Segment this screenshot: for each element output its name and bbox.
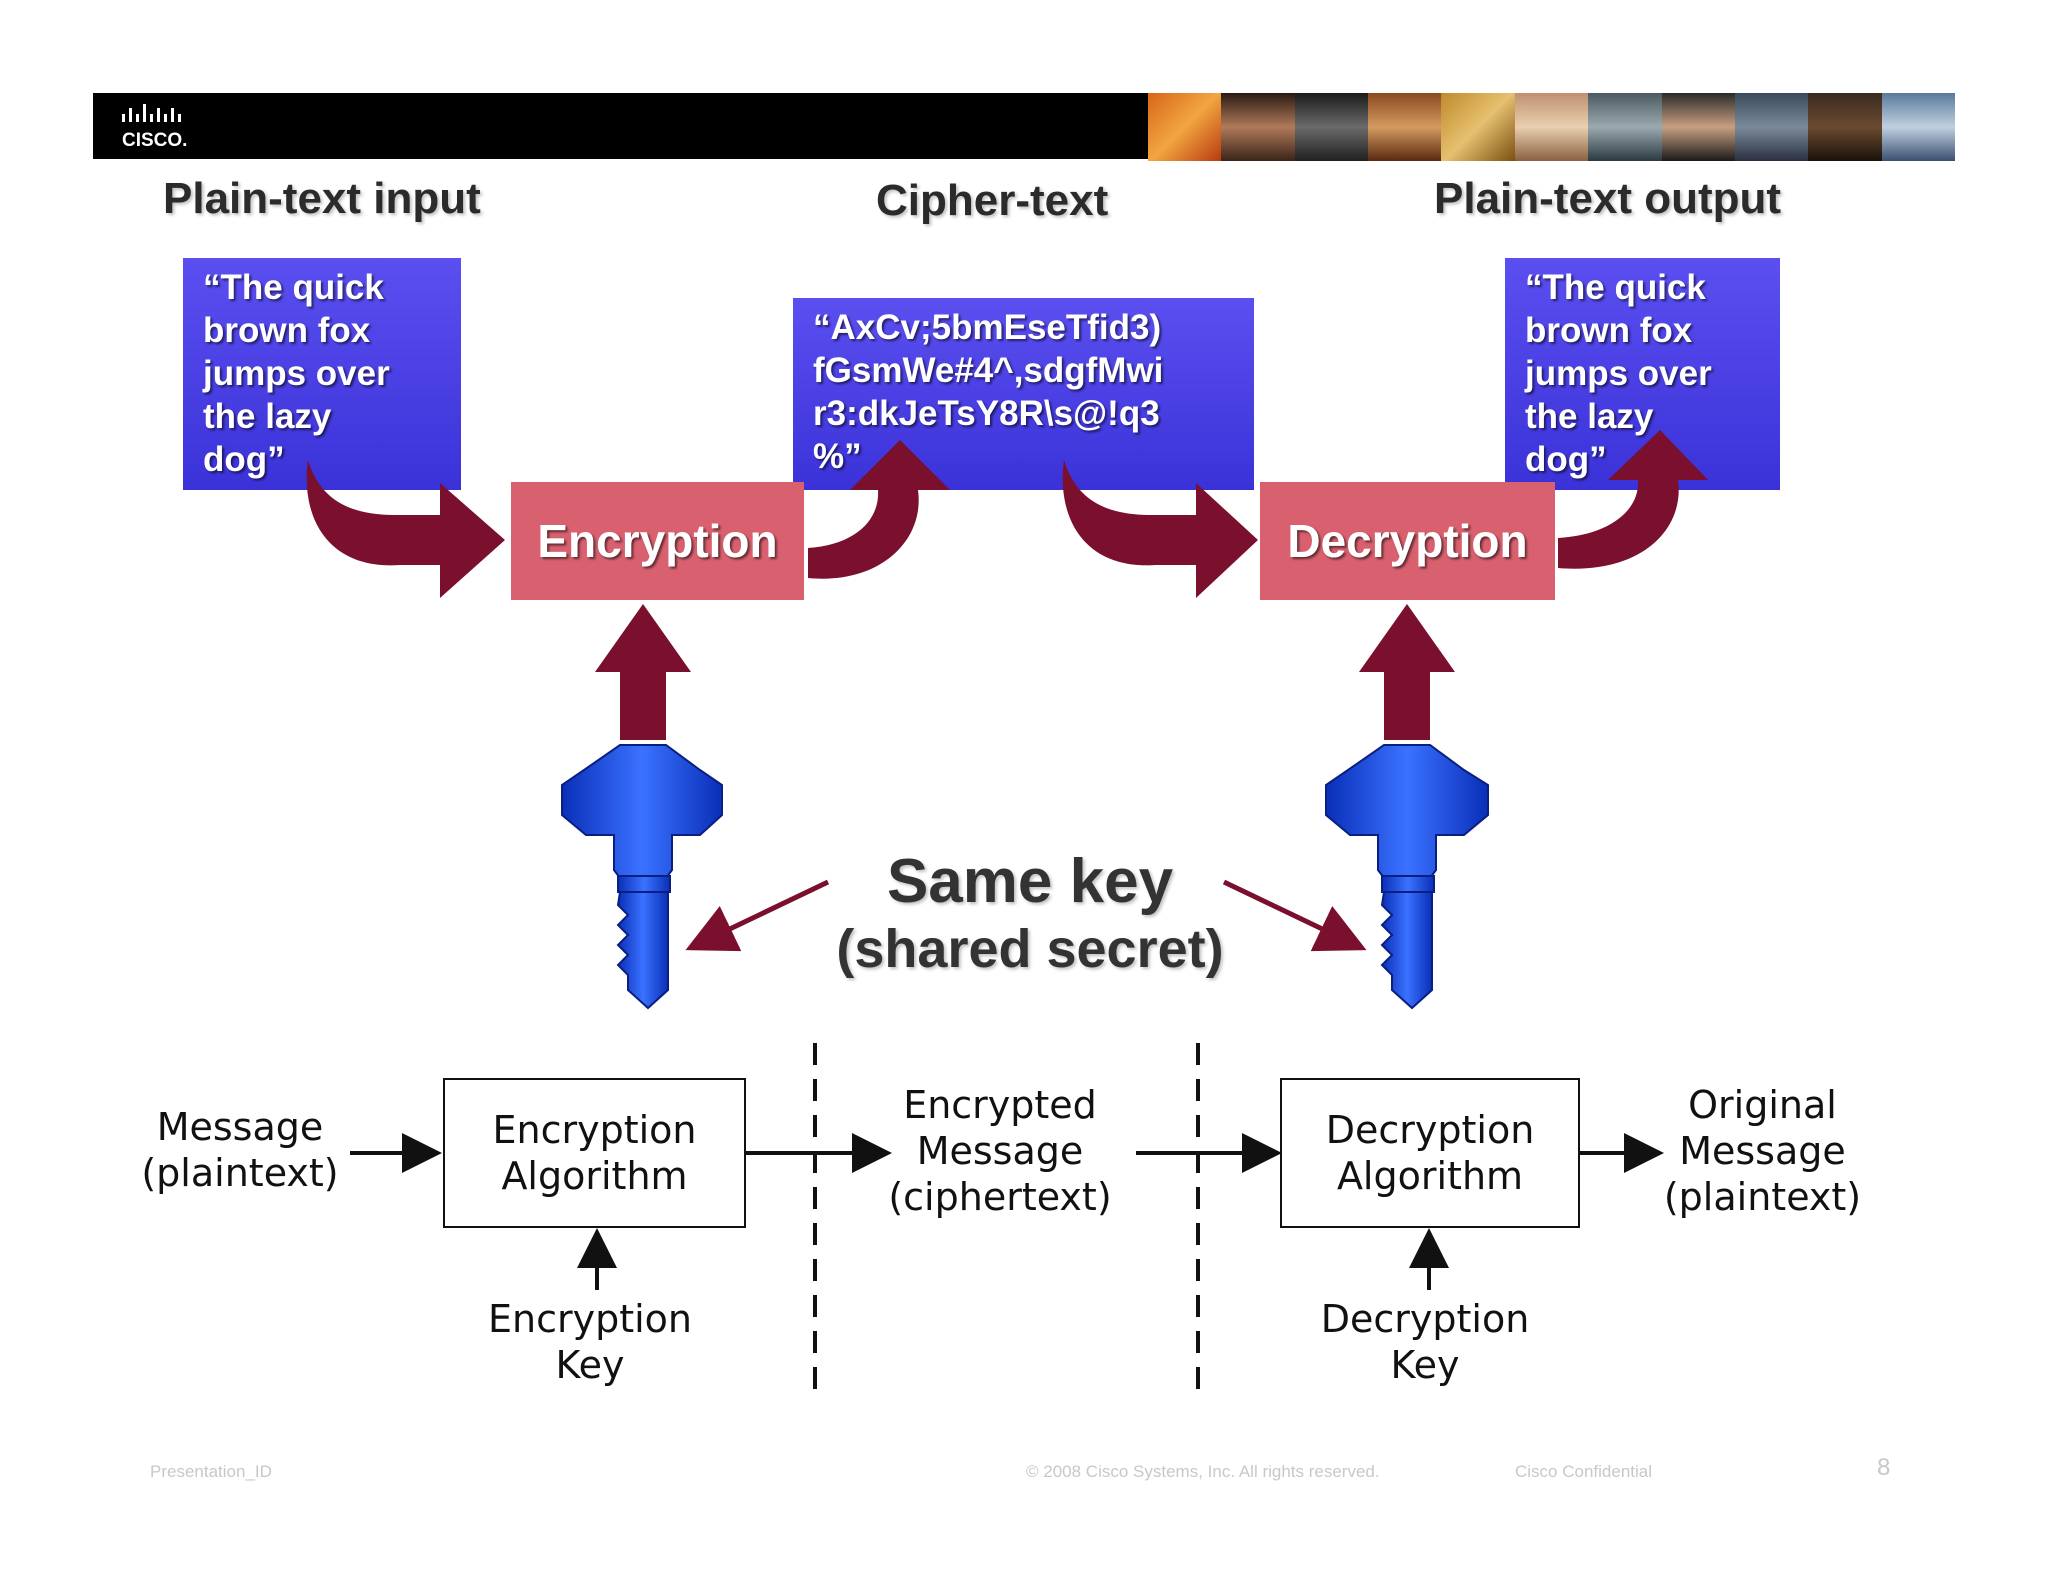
message-plaintext-label: Message (plaintext) — [141, 1105, 339, 1195]
footer-presentation-id: Presentation_ID — [150, 1462, 272, 1481]
footer-copyright: © 2008 Cisco Systems, Inc. All rights re… — [1026, 1462, 1380, 1481]
decryption-algorithm-label: Decryption Algorithm — [1325, 1108, 1535, 1198]
heading-plain-text-output: Plain-text output — [1434, 174, 1782, 223]
decryption-box: Decryption — [1260, 482, 1555, 600]
same-key-title: Same key — [886, 847, 1174, 916]
plaintext-output-box: “The quick brown fox jumps over the lazy… — [1505, 258, 1780, 490]
plaintext-input-box: “The quick brown fox jumps over the lazy… — [183, 258, 461, 490]
encryption-algorithm-label: Encryption Algorithm — [492, 1108, 697, 1198]
heading-cipher-text: Cipher-text — [876, 176, 1109, 225]
encrypted-message-label: Encrypted Message (ciphertext) — [888, 1083, 1112, 1219]
curved-arrow-to-decryption-icon — [1062, 460, 1258, 598]
same-key-arrow-left-icon — [685, 879, 830, 952]
key-up-arrow-right-icon — [1359, 604, 1455, 740]
ciphertext-box: “AxCv;5bmEseTfid3) fGsmWe#4^,sdgfMwi r3:… — [793, 298, 1254, 490]
decryption-algorithm-box: Decryption Algorithm — [1280, 1078, 1580, 1228]
curved-arrow-from-encryption-icon — [808, 440, 950, 579]
key-left-icon — [561, 744, 723, 1010]
heading-plain-text-input: Plain-text input — [163, 174, 481, 223]
key-up-arrow-left-icon — [595, 604, 691, 740]
photo-strip — [1148, 93, 1955, 161]
encryption-box: Encryption — [511, 482, 804, 600]
footer-page-number: 8 — [1877, 1454, 1891, 1481]
shared-secret-label: (shared secret) — [836, 919, 1224, 979]
original-message-label: Original Message (plaintext) — [1663, 1083, 1862, 1219]
curved-arrow-from-decryption-icon — [1558, 430, 1708, 569]
same-key-arrow-right-icon — [1222, 879, 1367, 952]
decryption-key-label: Decryption Key — [1320, 1297, 1530, 1387]
cisco-logo: CISCO. — [122, 104, 187, 150]
encryption-algorithm-box: Encryption Algorithm — [443, 1078, 746, 1228]
key-right-icon — [1325, 744, 1489, 1010]
footer-confidential: Cisco Confidential — [1515, 1462, 1653, 1481]
curved-arrow-to-encryption-icon — [306, 460, 505, 598]
svg-text:CISCO.: CISCO. — [122, 130, 187, 150]
encryption-key-label: Encryption Key — [487, 1297, 692, 1387]
